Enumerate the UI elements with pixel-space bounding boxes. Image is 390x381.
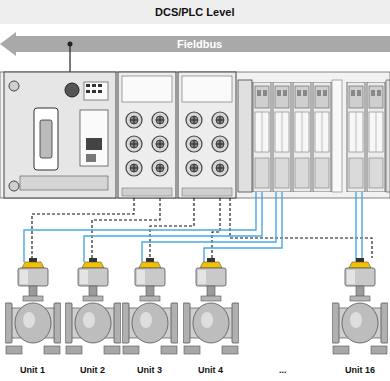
- unit-label: Unit 16: [345, 365, 375, 375]
- diagram-title: DCS/PLC Level: [155, 6, 234, 18]
- unit-label: Unit 2: [80, 365, 105, 375]
- unit-label: Unit 4: [198, 365, 223, 375]
- unit-label: Unit 3: [137, 365, 162, 375]
- unit-label: ...: [279, 365, 287, 375]
- bus-label: Fieldbus: [177, 38, 222, 50]
- unit-label: Unit 1: [20, 365, 45, 375]
- fieldbus-band: Fieldbus: [177, 38, 222, 50]
